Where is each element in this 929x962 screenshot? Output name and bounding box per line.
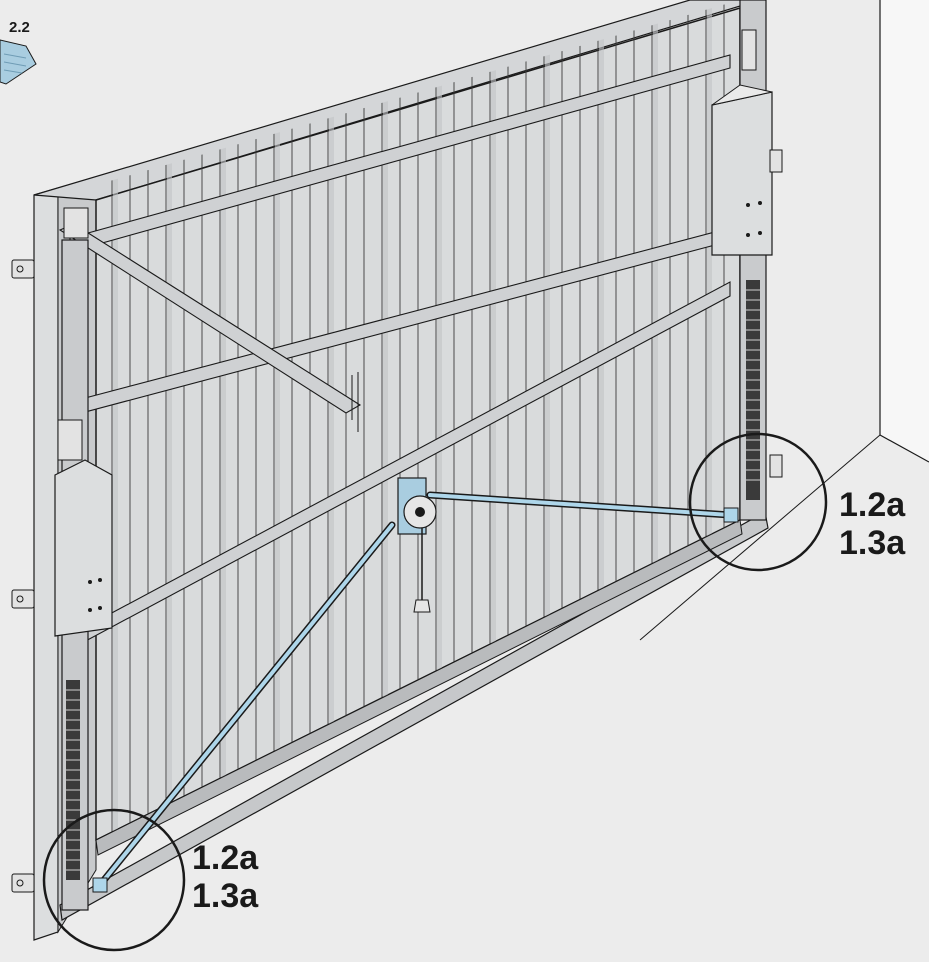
- callout-label-right: 1.2a 1.3a: [839, 486, 905, 562]
- manual-booklet-icon: [0, 39, 37, 85]
- callout-left-line1: 1.2a: [192, 839, 259, 877]
- top-frame-beam: [33, 0, 761, 201]
- reference-tag: 2.2: [9, 19, 30, 36]
- lock-mechanism: [397, 477, 437, 613]
- callout-right-line1: 1.2a: [839, 486, 906, 524]
- left-spring-channel: [54, 207, 113, 911]
- detail-circle-left: [42, 808, 186, 952]
- door-rails: [69, 54, 731, 645]
- callout-label-left: 1.2a 1.3a: [192, 839, 258, 915]
- callout-left-line2: 1.3a: [192, 877, 259, 915]
- detail-circle-right: [688, 432, 828, 572]
- side-wall: [880, 0, 929, 462]
- bottom-sill: [59, 511, 769, 921]
- callout-right-line2: 1.3a: [839, 524, 906, 562]
- lock-cables: [92, 491, 739, 893]
- wall-anchor-icons: [11, 259, 35, 893]
